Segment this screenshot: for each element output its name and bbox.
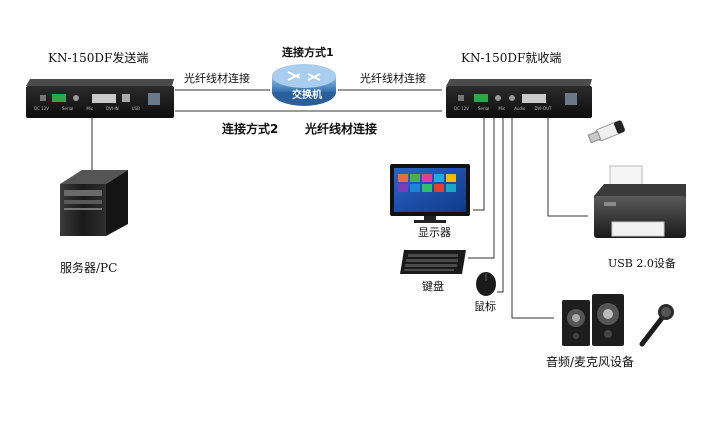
printer-icon [594, 165, 686, 238]
connection-method-1: 连接方式1 [282, 46, 334, 59]
transmitter-port-labels: DC 12V Serial Mic DVI-IN USB [34, 106, 140, 111]
fiber-label-right: 光纤线材连接 [360, 72, 426, 85]
pc-tower-icon [60, 170, 128, 236]
keyboard-icon [400, 250, 466, 274]
usb-stick-icon [587, 120, 625, 144]
monitor-label: 显示器 [418, 226, 451, 239]
usb-label: USB 2.0设备 [608, 257, 676, 270]
mouse-link-line [497, 118, 504, 293]
audio-link-line [511, 118, 554, 319]
transmitter-port-usb: USB [131, 106, 140, 111]
switch-label: 交换机 [292, 90, 322, 101]
mouse-icon [476, 272, 496, 296]
receiver-port-labels: DC 12V Serial Mic Audio DVI-OUT [454, 106, 551, 111]
keyboard-label: 键盘 [422, 280, 444, 293]
receiver-port-audio: Audio [514, 106, 526, 111]
fiber-label-bottom: 光纤线材连接 [305, 122, 378, 136]
connection-method-2: 连接方式2 [222, 122, 279, 136]
transmitter-port-serial: Serial [61, 106, 74, 111]
microphone-icon [639, 304, 674, 347]
receiver-port-dc: DC 12V [454, 106, 469, 111]
receiver-port-mic: Mic [498, 106, 506, 111]
transmitter-title: KN-150DF发送端 [48, 51, 149, 65]
keyboard-link-line [468, 118, 495, 259]
mouse-label: 鼠标 [474, 300, 496, 313]
server-label: 服务器/PC [60, 261, 118, 275]
switch-device [272, 64, 336, 106]
transmitter-box [26, 79, 174, 118]
monitor-link-line [473, 118, 485, 211]
receiver-port-serial: Serial [477, 106, 490, 111]
connection-lines [91, 89, 588, 319]
transmitter-port-mic: Mic [86, 106, 94, 111]
monitor-icon [390, 164, 470, 223]
printer-link-line [547, 118, 588, 217]
receiver-title: KN-150DF就收端 [461, 51, 562, 65]
transmitter-port-dc: DC 12V [34, 106, 49, 111]
speakers-icon [562, 294, 624, 346]
receiver-port-dvi: DVI-OUT [534, 106, 552, 111]
fiber-label-left: 光纤线材连接 [184, 72, 250, 85]
audio-label: 音频/麦克风设备 [546, 355, 635, 369]
switch-arrows-icon [287, 71, 321, 81]
receiver-box [446, 79, 592, 118]
transmitter-port-dvi: DVI-IN [106, 106, 119, 111]
